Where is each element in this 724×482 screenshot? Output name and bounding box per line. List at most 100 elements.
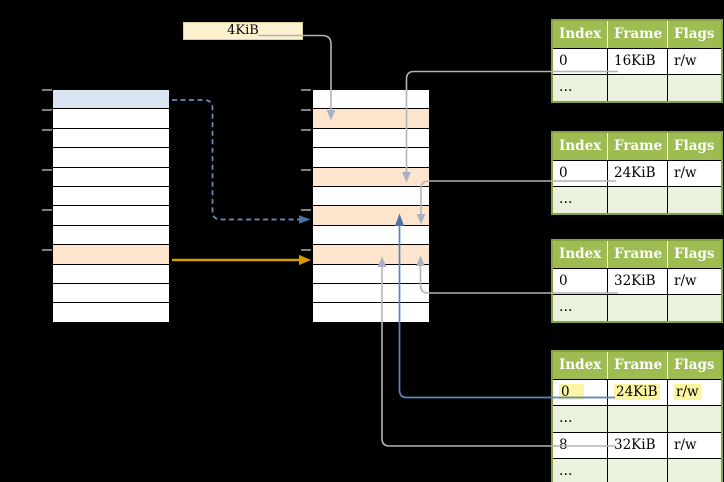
frame-cell [608, 186, 668, 213]
page-table-24kib: Index Frame Flags 0 24KiB r/w … [551, 131, 723, 215]
frame-cell: 32KiB [608, 431, 668, 459]
header-cell: Flags [668, 352, 721, 379]
address-tick [301, 209, 311, 211]
memory-row [53, 225, 169, 246]
table-header-row: Index Frame Flags [553, 241, 721, 268]
header-cell: Frame [608, 133, 668, 160]
flags-cell: r/w [668, 431, 721, 459]
flags-cell: r/w [668, 379, 721, 406]
address-tick [42, 209, 52, 211]
table-header-row: Index Frame Flags [553, 133, 721, 160]
header-cell: Index [553, 133, 608, 160]
memory-row [313, 109, 429, 129]
memory-row [313, 303, 429, 322]
table-row: … [553, 294, 721, 321]
physical-memory-table [312, 89, 430, 323]
index-cell: 0 [553, 48, 608, 75]
memory-row [313, 283, 429, 304]
memory-row [53, 148, 169, 168]
memory-row [313, 264, 429, 284]
memory-row [53, 90, 169, 110]
header-cell: Frame [608, 241, 668, 268]
memory-row [53, 109, 169, 129]
address-tick [301, 129, 311, 131]
memory-row [313, 225, 429, 246]
address-tick [301, 88, 311, 91]
index-cell: … [553, 74, 608, 101]
address-tick [42, 109, 52, 111]
flags-cell: r/w [668, 48, 721, 75]
memory-row [53, 167, 169, 187]
address-tick [42, 88, 52, 91]
table-header-row: Index Frame Flags [553, 352, 721, 379]
header-cell: Frame [608, 21, 668, 48]
frame-cell: 24KiB [608, 379, 668, 406]
memory-row [313, 128, 429, 149]
frame-cell [608, 405, 668, 432]
table-row: 0 24KiB r/w [553, 160, 721, 187]
frame-cell: 24KiB [608, 160, 668, 187]
memory-row [53, 206, 169, 226]
page-size-label: 4KiB [183, 22, 303, 40]
page-table-16kib: Index Frame Flags 0 16KiB r/w … [551, 19, 723, 103]
table-row: 0 16KiB r/w [553, 48, 721, 75]
virtual-memory-table [52, 89, 170, 323]
header-cell: Flags [668, 21, 721, 48]
flags-cell [668, 186, 721, 213]
memory-row [53, 245, 169, 265]
memory-row [53, 128, 169, 149]
highlight-mark: 24KiB [614, 384, 660, 400]
index-cell: … [553, 186, 608, 213]
memory-row [53, 303, 169, 322]
header-cell: Index [553, 352, 608, 379]
index-cell: … [553, 405, 608, 432]
table-row: … [553, 458, 721, 482]
frame-cell: 32KiB [608, 268, 668, 295]
frame-cell: 16KiB [608, 48, 668, 75]
frame-cell [608, 458, 668, 482]
index-cell: … [553, 294, 608, 321]
highlight-mark: r/w [674, 384, 701, 400]
arrow-virtual-to-physical-orange [172, 254, 311, 266]
memory-row [313, 186, 429, 207]
address-tick [42, 129, 52, 131]
memory-row [313, 245, 429, 265]
index-cell: 0 [553, 160, 608, 187]
index-cell: 0 [553, 379, 608, 406]
memory-row [313, 148, 429, 168]
memory-row [313, 90, 429, 110]
memory-row [313, 206, 429, 226]
memory-row [53, 186, 169, 207]
flags-cell: r/w [668, 160, 721, 187]
arrow-virtual-to-physical-dashed [172, 99, 311, 224]
header-cell: Index [553, 21, 608, 48]
index-cell: 0 [553, 268, 608, 295]
header-cell: Frame [608, 352, 668, 379]
table-row: … [553, 405, 721, 432]
index-cell: … [553, 458, 608, 482]
flags-cell [668, 74, 721, 101]
highlight-mark: 0 [559, 384, 584, 400]
flags-cell: r/w [668, 268, 721, 295]
memory-row [53, 283, 169, 304]
address-tick [42, 249, 52, 251]
table-row: … [553, 186, 721, 213]
table-header-row: Index Frame Flags [553, 21, 721, 48]
header-cell: Flags [668, 133, 721, 160]
table-row: 0 32KiB r/w [553, 268, 721, 295]
table-row: 8 32KiB r/w [553, 431, 721, 459]
page-table-32kib: Index Frame Flags 0 32KiB r/w … [551, 239, 723, 323]
flags-cell [668, 405, 721, 432]
address-tick [301, 249, 311, 251]
address-tick [301, 109, 311, 111]
index-cell: 8 [553, 431, 608, 459]
address-tick [301, 169, 311, 171]
table-row: … [553, 74, 721, 101]
table-row-highlighted: 0 24KiB r/w [553, 379, 721, 406]
flags-cell [668, 294, 721, 321]
address-tick [42, 169, 52, 171]
page-size-text: 4KiB [227, 23, 259, 38]
frame-cell [608, 74, 668, 101]
flags-cell [668, 458, 721, 482]
